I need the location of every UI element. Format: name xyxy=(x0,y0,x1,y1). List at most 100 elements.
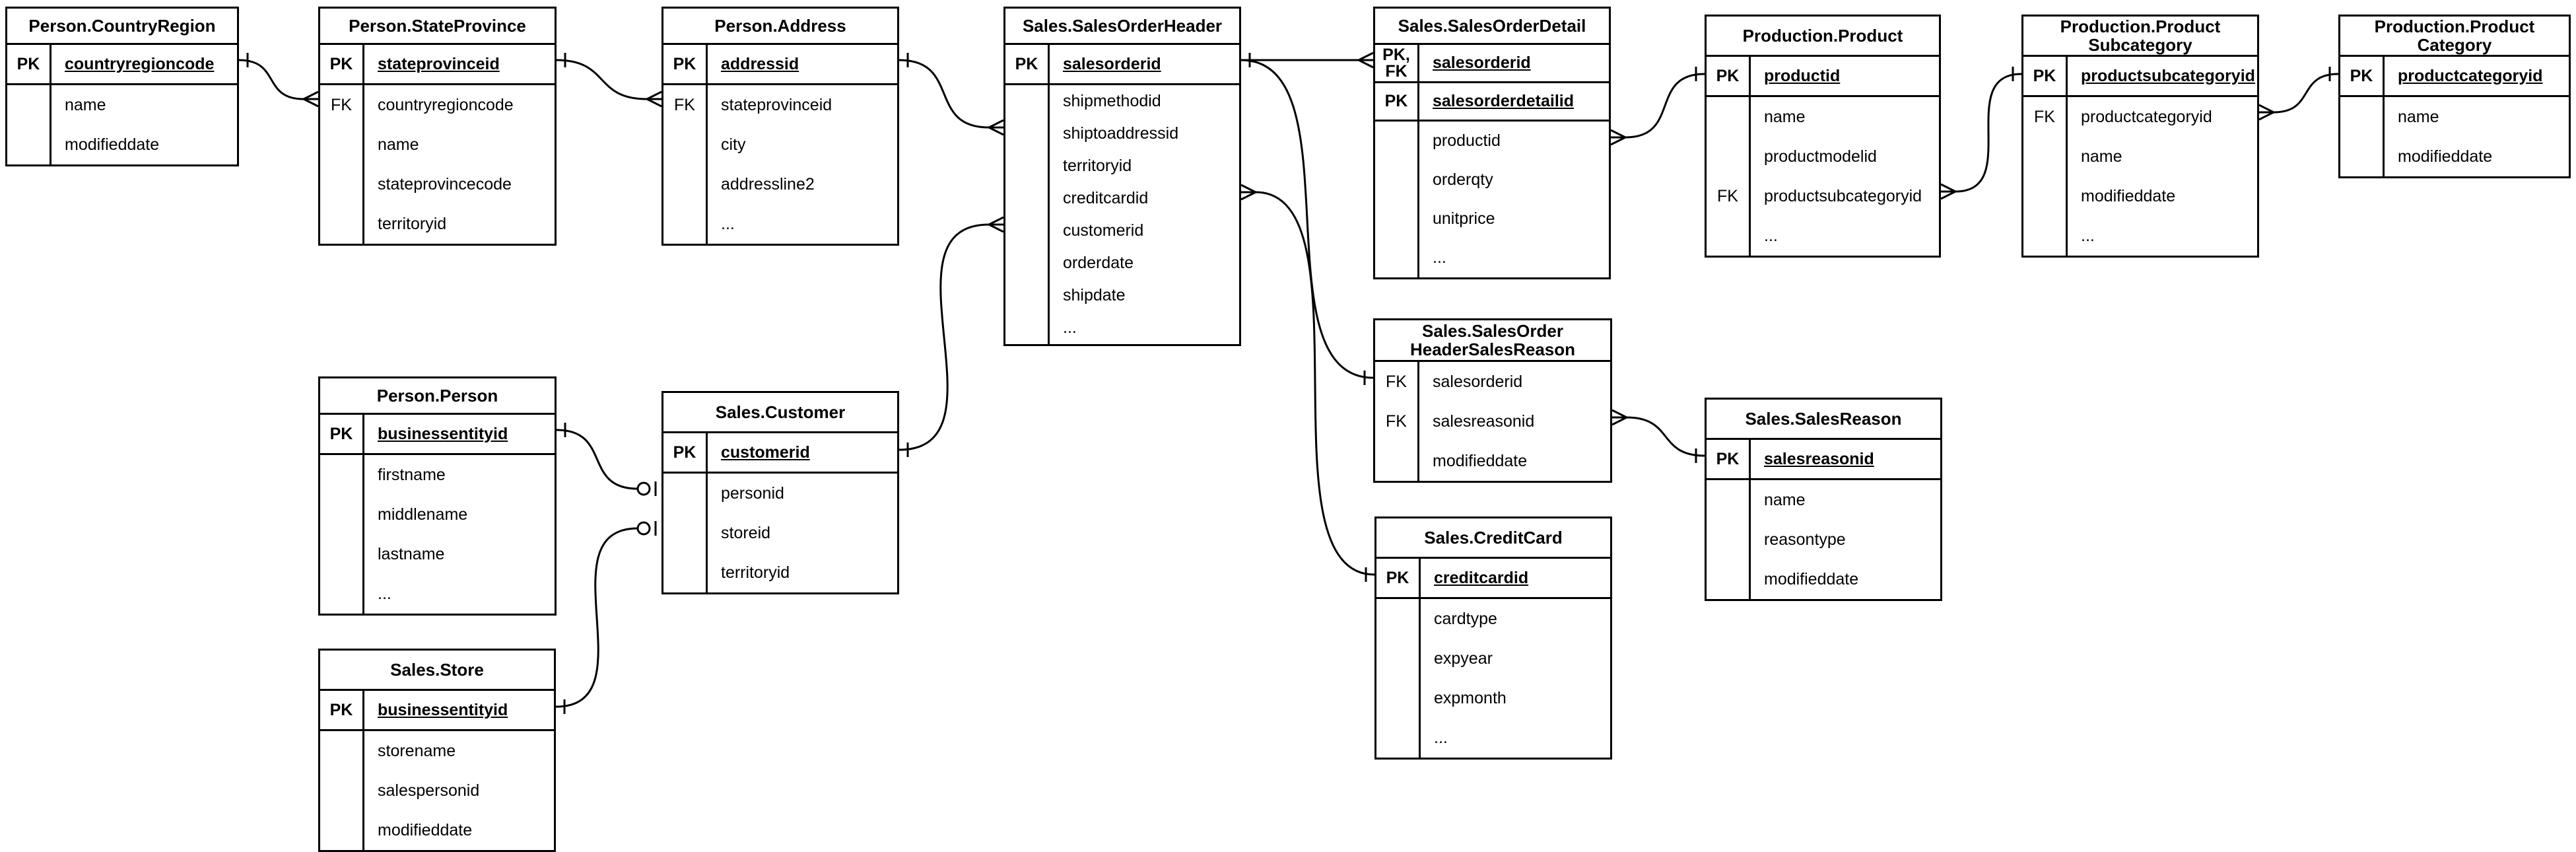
fk-badge xyxy=(1376,599,1419,639)
table-title: Person.CountryRegion xyxy=(7,9,237,45)
table-title: Sales.Customer xyxy=(663,393,897,433)
attribute-key-column: FK xyxy=(663,85,708,244)
crowfoot-many-marker xyxy=(988,216,1004,233)
attribute-field-name: firstname xyxy=(378,465,446,484)
fk-badge xyxy=(320,810,362,850)
fk-badge xyxy=(663,164,706,204)
relationship-edge xyxy=(1940,67,2022,200)
fk-badge xyxy=(320,771,362,810)
fk-badge xyxy=(320,495,362,534)
relationship-edge xyxy=(556,423,657,496)
crowfoot-many-marker xyxy=(646,90,662,108)
key-badge: PK xyxy=(1707,440,1751,478)
attribute-key-column xyxy=(320,731,364,850)
fk-badge: FK xyxy=(331,95,352,114)
fk-badge xyxy=(1707,480,1749,520)
attribute-field-name: ... xyxy=(1764,226,1778,245)
attribute-field-name: ... xyxy=(378,584,391,603)
attribute-field-name: productsubcategoryid xyxy=(1764,186,1922,205)
attribute-field-column: name productmodelid productsubcategoryid..… xyxy=(1751,97,1939,256)
attribute-field-name: productid xyxy=(1433,131,1501,150)
attribute-key-column xyxy=(7,85,51,164)
attribute-field-name: productmodelid xyxy=(1764,147,1877,166)
fk-badge xyxy=(1707,559,1749,599)
fk-badge xyxy=(1005,312,1048,344)
relationship-edge xyxy=(1610,67,1705,146)
key-field-name: businessentityid xyxy=(378,700,508,719)
fk-badge xyxy=(1005,150,1048,182)
attribute-field-name: creditcardid xyxy=(1063,189,1149,207)
attribute-field-name: modifieddate xyxy=(65,135,160,154)
key-field-name: salesorderid xyxy=(1433,53,1531,72)
fk-badge xyxy=(320,125,362,164)
fk-badge xyxy=(1376,639,1419,678)
fk-badge xyxy=(7,85,50,125)
key-row: PK stateprovinceid xyxy=(320,45,555,85)
attribute-field-name: orderqty xyxy=(1433,170,1493,189)
attribute-field-name: modifieddate xyxy=(1433,451,1528,470)
fk-badge xyxy=(1375,238,1417,277)
attribute-field-name: name xyxy=(378,135,419,154)
key-badge: PK xyxy=(1376,559,1421,597)
attribute-field-name: salespersonid xyxy=(378,781,480,800)
key-field-name: businessentityid xyxy=(378,424,508,443)
crowfoot-many-marker xyxy=(1610,129,1626,146)
attribute-field-name: modifieddate xyxy=(2081,186,2176,205)
key-field-name: stateprovinceid xyxy=(378,54,500,73)
attribute-field-name: storename xyxy=(378,741,456,760)
attribute-field-name: salesorderid xyxy=(1433,372,1523,391)
key-field-name: productsubcategoryid xyxy=(2081,66,2255,85)
fk-badge xyxy=(663,204,706,244)
table-title: Production.Product xyxy=(1707,17,1939,57)
key-badge: PK xyxy=(320,45,364,83)
fk-badge xyxy=(320,164,362,204)
attribute-field-name: name xyxy=(1764,107,1806,126)
attribute-field-name: orderdate xyxy=(1063,254,1134,272)
relationship-edge xyxy=(898,216,1004,457)
relationship-edge xyxy=(1611,409,1705,463)
attribute-field-name: name xyxy=(1764,490,1806,509)
attribute-field-name: ... xyxy=(2081,226,2095,245)
relationship-edge xyxy=(556,53,662,108)
key-field-name: productcategoryid xyxy=(2398,66,2543,85)
fk-badge xyxy=(2340,97,2383,137)
fk-badge xyxy=(1376,718,1419,758)
fk-badge xyxy=(2023,176,2066,216)
attribute-field-name: customerid xyxy=(1063,221,1144,240)
fk-badge xyxy=(320,455,362,495)
fk-badge xyxy=(7,125,50,164)
attribute-field-name: personid xyxy=(721,483,784,503)
